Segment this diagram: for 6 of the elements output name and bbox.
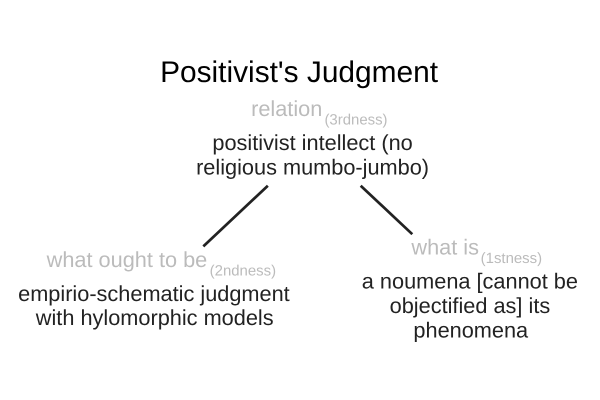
connector [360,184,414,235]
diagram-title: Positivist's Judgment [160,55,438,88]
node-text: what is$_{(1stness)}$ a noumena [cannot be objectified as] its phenomena [362,234,578,342]
node-text: relation$_{(3rdness)}$ positivist intellect (no religious mumbo-jumbo) [196,96,430,179]
node-text: what ought to be$_{(2ndness)}$ empirio-schematic judgment with hylomorphic models [18,246,290,330]
connector [202,184,269,247]
